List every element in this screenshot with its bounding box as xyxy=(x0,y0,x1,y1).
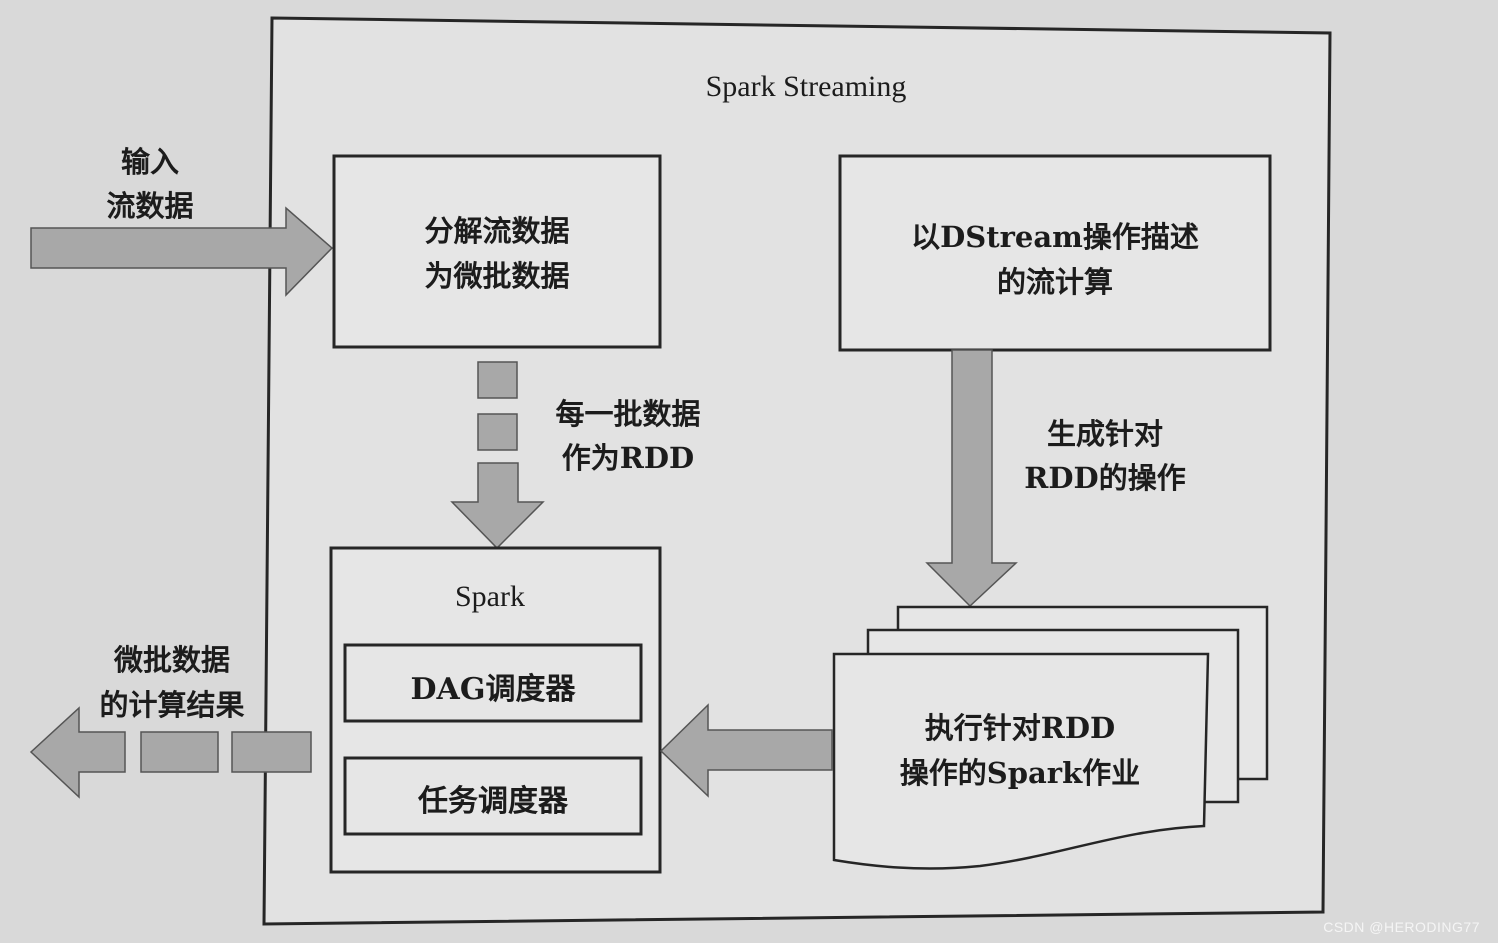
spark-jobs-label: 执行针对RDD 操作的Spark作业 xyxy=(899,711,1141,790)
down-arrow-to-spark xyxy=(450,462,545,550)
spark-box-title: Spark xyxy=(455,580,525,613)
dstream-box xyxy=(838,154,1272,352)
batch-square xyxy=(477,413,518,451)
result-square xyxy=(231,731,312,773)
input-stream-arrow xyxy=(30,206,334,297)
left-arrow-to-spark xyxy=(659,703,833,798)
down-arrow-generate-ops xyxy=(925,349,1018,608)
decompose-box xyxy=(332,154,662,349)
batch-as-rdd-label: 每一批数据 作为RDD xyxy=(555,397,701,475)
generate-ops-label: 生成针对 RDD的操作 xyxy=(1024,417,1186,495)
input-stream-label: 输入 流数据 xyxy=(106,145,194,223)
diagram-title: Spark Streaming xyxy=(705,70,907,103)
batch-square xyxy=(477,361,518,399)
output-result-label: 微批数据 的计算结果 xyxy=(99,643,245,722)
decompose-box-label: 分解流数据 为微批数据 xyxy=(424,214,570,293)
job-page-front xyxy=(832,652,1210,870)
dag-scheduler-box xyxy=(343,643,643,723)
csdn-watermark: CSDN @HERODING77 xyxy=(1323,919,1480,935)
result-square xyxy=(140,731,219,773)
dstream-box-label: 以DStream操作描述 的流计算 xyxy=(911,220,1199,299)
output-arrow xyxy=(29,706,126,799)
dag-scheduler-label: DAG调度器 xyxy=(410,672,576,707)
task-scheduler-label: 任务调度器 xyxy=(418,784,568,819)
task-scheduler-box xyxy=(343,756,643,836)
